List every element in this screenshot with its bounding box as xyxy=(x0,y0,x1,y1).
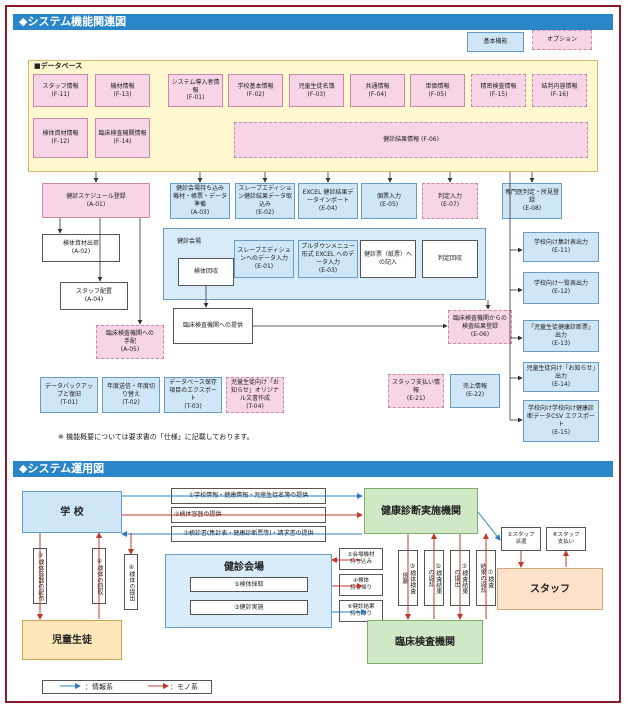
op-sv1: ③検体容器の配布 xyxy=(33,548,47,604)
db-item: 児童生徒名簿(F-03) xyxy=(289,74,344,107)
tool-t04: 児童生徒向け「お知らせ」オリジナル文書作成(T-04) xyxy=(226,377,284,413)
db-item: 精密検査情報(F-15) xyxy=(471,74,526,107)
op-sv2: ④検体の回収 xyxy=(92,548,106,604)
tool-t03: データベース保存項目のエクスポート(T-03) xyxy=(164,377,222,413)
db-item: 単価情報(F-05) xyxy=(410,74,465,107)
venue-collect: 検体回収 xyxy=(178,258,234,286)
op-mid2: ④検体持ち帰り xyxy=(339,574,383,596)
op-cv4: ⑦検査結果の返却 xyxy=(476,550,496,606)
function-e01: スレーブエディションへのデータ入力(E-01) xyxy=(234,240,294,278)
op-venue-sample: ⑤検体採取 xyxy=(190,577,308,592)
op-mid1: ②会場機材持ち込み xyxy=(339,548,383,570)
op-center: 健康診断実施機関 xyxy=(364,488,478,534)
tag-option: オプション xyxy=(532,30,592,50)
function-e02: スレーブエディション健診結果データ取込み(E-02) xyxy=(235,183,295,219)
op-cv1: ③検体検査依頼 xyxy=(398,550,418,606)
tool-t02: 年度送信・年度切り替え(T-02) xyxy=(102,377,160,413)
provide-lab: 臨床検査機関への提供 xyxy=(173,308,253,344)
op-sv3: ④検体の提出 xyxy=(124,554,138,610)
legend-info: ：情報系 xyxy=(85,683,113,691)
op-mid3: ⑥健診結果持ち帰り xyxy=(339,600,383,622)
db-item: 結判内容情報(F-16) xyxy=(532,74,587,107)
tag-basic: 基本機能 xyxy=(467,32,524,52)
op-cv2: ⑤検査結果の返却 xyxy=(424,550,444,606)
legend-goods: ：モノ系 xyxy=(170,683,198,691)
op-school: 学 校 xyxy=(22,491,122,533)
venue-paper: 健診票（紙票）への記入 xyxy=(360,240,416,278)
function-e04: EXCEL 健診結果データインポート(E-04) xyxy=(298,183,358,219)
db-item: システム導入者情報(F-01) xyxy=(168,74,223,107)
function-a05: 臨床検査機関への手配(A-05) xyxy=(96,325,164,359)
op-staff: スタッフ xyxy=(497,568,603,610)
function-a01: 健診スケジュール登録(A-01) xyxy=(42,183,150,218)
outer-frame xyxy=(5,5,621,703)
function-e03: プルダウンメニュー形式 EXCEL へのデータ入力(E-03) xyxy=(298,240,358,278)
op-students: 児童生徒 xyxy=(22,620,122,660)
database-label: ■データベース xyxy=(34,62,83,70)
output-e12: 学校向け一覧表出力(E-12) xyxy=(523,272,599,304)
function-e06: 臨床検査機関からの検査結果登録(E-06) xyxy=(448,310,512,344)
function-a03: 健診会場持ち込み機材・帳票・データ準備(A-03) xyxy=(170,183,230,219)
function-a04: スタッフ配置(A-04) xyxy=(60,282,128,310)
db-item: 学校基本情報(F-02) xyxy=(228,74,283,107)
op-staff-pay: ⑧スタッフ支払い xyxy=(546,527,586,551)
output-e14: 児童生徒向け「お知らせ」出力(E-14) xyxy=(523,362,599,392)
section-header-operation: ◆システム運用図 xyxy=(13,461,613,477)
function-e21: スタッフ支払い情報(E-21) xyxy=(388,374,444,408)
op-cv3: ⑦検査結果の提出 xyxy=(450,550,470,606)
section-header-function: ◆システム機能関連図 xyxy=(13,14,613,30)
op-msg2: ②検体容器の提供 xyxy=(171,507,326,523)
output-e11: 学校向け集計表出力(E-11) xyxy=(523,232,599,262)
note: ※ 機能概要については要求書の「仕様」に記載しております。 xyxy=(58,433,254,441)
db-item: 機材情報(F-13) xyxy=(95,74,150,107)
function-e22: 売上情報(E-22) xyxy=(450,374,500,408)
op-venue-label: 健診会場 xyxy=(224,562,264,573)
db-item: 臨床検査機関情報(F-14) xyxy=(95,118,150,158)
function-e05: 個票入力(E-05) xyxy=(361,183,417,219)
db-item: スタッフ情報(F-11) xyxy=(33,74,88,107)
output-e13: 「児童生徒健康診断票」出力(E-13) xyxy=(523,320,599,352)
op-msg3: ⑦検診書(集計表・健康診断票等)・請求書の提供 xyxy=(171,526,326,542)
function-e07: 判定入力(E-07) xyxy=(422,183,478,219)
db-item: 検体資材情報(F-12) xyxy=(33,118,88,158)
function-e08: 専門医判定・所見登録(E-08) xyxy=(502,183,562,219)
venue-judge-collect: 判定回収 xyxy=(422,240,478,278)
db-item: 共通情報(F-04) xyxy=(350,74,405,107)
venue-label: 健診会場 xyxy=(177,238,202,245)
op-staff-dispatch: ②スタッフ派遣 xyxy=(501,527,541,551)
db-item: 健診結果情報 (F-06) xyxy=(234,122,588,158)
tool-t01: データバックアップと復旧(T-01) xyxy=(40,377,98,413)
op-lab: 臨床検査機関 xyxy=(367,620,483,664)
op-msg1: ①学校情報・健康情報・児童生徒名簿の提供 xyxy=(171,488,326,504)
output-e15: 学校向け学校向け健康診断データCSV エクスポート(E-15) xyxy=(523,400,599,442)
function-a02: 検体資材出荷(A-02) xyxy=(42,234,120,262)
op-venue-exam: ③健診実施 xyxy=(190,600,308,615)
legend-box xyxy=(42,680,212,694)
